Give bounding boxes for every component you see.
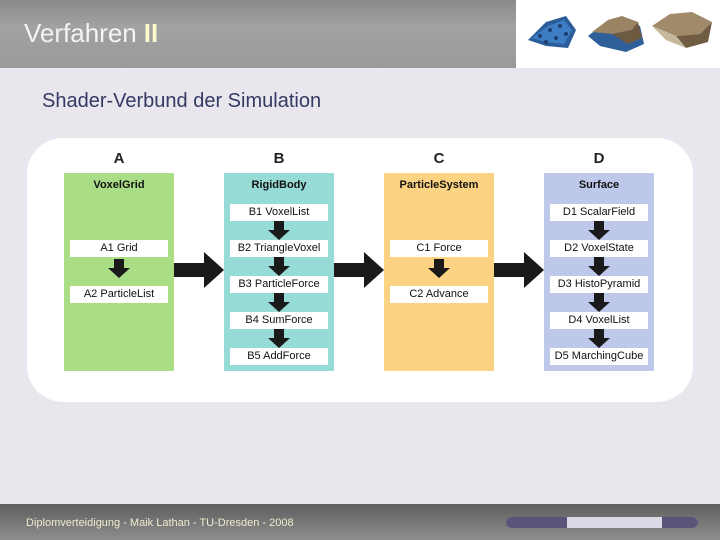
header-terrain-images <box>516 0 720 68</box>
step-box: D5 MarchingCube <box>550 348 648 365</box>
down-arrow-icon <box>268 257 290 276</box>
slide-title-numeral: II <box>143 18 159 48</box>
column-voxelgrid: VoxelGrid A1 Grid A2 ParticleList <box>64 173 174 371</box>
slide-title-main: Verfahren <box>24 18 137 48</box>
down-arrow-icon <box>588 329 610 348</box>
terrain-mixed-image <box>588 16 644 52</box>
down-arrow-icon <box>108 259 130 278</box>
column-letter-c: C <box>433 150 445 167</box>
right-arrow-icon <box>334 252 384 288</box>
step-box: A1 Grid <box>70 240 168 257</box>
down-arrow-icon <box>268 221 290 240</box>
right-arrow-icon <box>494 252 544 288</box>
down-arrow-icon <box>588 257 610 276</box>
column-letter-a: A <box>113 150 125 167</box>
terrain-particles-image <box>528 16 576 48</box>
down-arrow-icon <box>588 293 610 312</box>
step-box: B3 ParticleForce <box>230 276 328 293</box>
column-particlesystem: ParticleSystem C1 Force C2 Advance <box>384 173 494 371</box>
column-title: Surface <box>578 179 620 191</box>
column-letter-b: B <box>273 150 285 167</box>
terrain-surface-image <box>652 12 712 48</box>
footer-bar: Diplomverteidigung - Maik Lathan - TU-Dr… <box>0 504 720 540</box>
slide-subtitle: Shader-Verbund der Simulation <box>42 90 322 112</box>
slide-progress-fill <box>506 517 568 528</box>
step-box: C2 Advance <box>390 286 488 303</box>
step-box: D3 HistoPyramid <box>550 276 648 293</box>
terrain-render-icons <box>528 12 712 52</box>
step-box: C1 Force <box>390 240 488 257</box>
step-box: B4 SumForce <box>230 312 328 329</box>
step-box: B1 VoxelList <box>230 204 328 221</box>
down-arrow-icon <box>268 293 290 312</box>
down-arrow-icon <box>588 221 610 240</box>
step-box: A2 ParticleList <box>70 286 168 303</box>
column-title: ParticleSystem <box>399 179 479 191</box>
step-box: D4 VoxelList <box>550 312 648 329</box>
footer-credit: Diplomverteidigung - Maik Lathan - TU-Dr… <box>26 517 294 529</box>
step-box: B2 TriangleVoxel <box>230 240 328 257</box>
step-box: D1 ScalarField <box>550 204 648 221</box>
step-box: B5 AddForce <box>230 348 328 365</box>
slide-progress-bar <box>506 517 698 528</box>
step-box: D2 VoxelState <box>550 240 648 257</box>
slide-progress-cap <box>662 517 698 528</box>
column-title: VoxelGrid <box>93 179 145 191</box>
right-arrow-icon <box>174 252 224 288</box>
column-letter-d: D <box>593 150 605 167</box>
down-arrow-icon <box>428 259 450 278</box>
column-rigidbody: RigidBody B1 VoxelList B2 TriangleVoxel … <box>224 173 334 371</box>
column-title: RigidBody <box>251 179 307 191</box>
column-surface: Surface D1 ScalarField D2 VoxelState D3 … <box>544 173 654 371</box>
down-arrow-icon <box>268 329 290 348</box>
